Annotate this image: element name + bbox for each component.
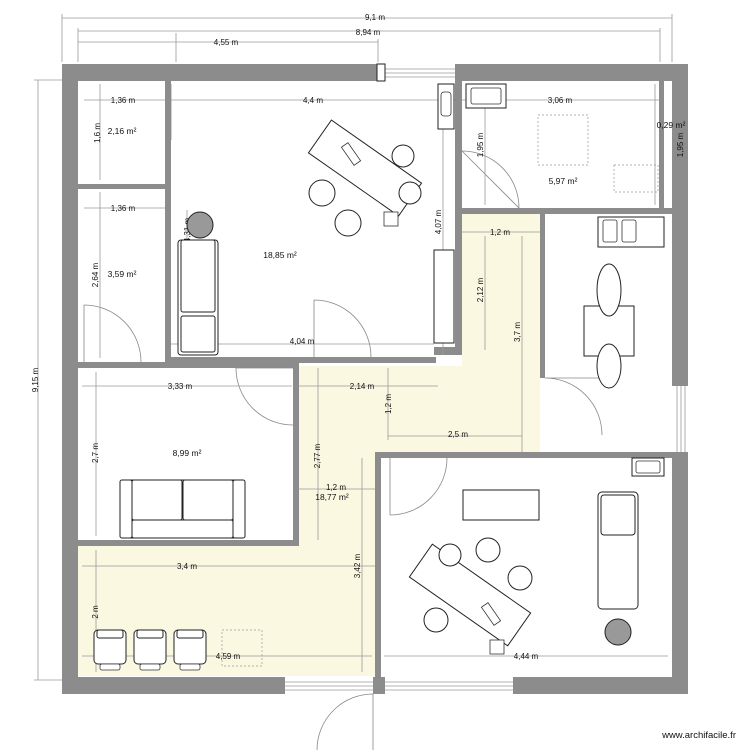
waiting-chairs bbox=[93, 629, 263, 671]
interior-walls bbox=[78, 81, 672, 677]
dim-wc-top-height: 1,6 m bbox=[93, 123, 102, 143]
dim-corridor-width-top: 1,2 m bbox=[490, 228, 510, 237]
dim-hall-width: 2,14 m bbox=[350, 382, 375, 391]
dim-hall-height: 1,2 m bbox=[384, 394, 393, 414]
area-labels: 2,16 m² 18,85 m² 5,97 m² 0,29 m² 3,59 m²… bbox=[108, 120, 686, 502]
area-hall: 18,77 m² bbox=[315, 492, 349, 502]
dim-hall-mid: 2,5 m bbox=[448, 430, 468, 439]
area-kitchen: 5,97 m² bbox=[549, 176, 578, 186]
dim-corridor-right-height: 3,7 m bbox=[513, 322, 522, 342]
dim-living-width: 3,33 m bbox=[168, 382, 193, 391]
dim-bottom-width: 4,59 m bbox=[216, 652, 241, 661]
dim-hall-mid-width: 1,2 m bbox=[326, 483, 346, 492]
right-room-furniture bbox=[583, 216, 665, 389]
right-window-opening bbox=[672, 386, 688, 452]
dim-kitchen-height-right: 1,95 m bbox=[676, 132, 685, 157]
dim-left-width: 4,55 m bbox=[214, 38, 239, 47]
bottom-window-openings bbox=[285, 677, 513, 750]
dim-waiting-height: 2 m bbox=[91, 605, 100, 619]
dim-consult-width: 4,44 m bbox=[514, 652, 539, 661]
doors bbox=[83, 84, 603, 516]
area-wc-top: 2,16 m² bbox=[108, 126, 137, 136]
area-wc2: 3,59 m² bbox=[108, 269, 137, 279]
dim-inner-width: 8,94 m bbox=[356, 28, 381, 37]
dim-wc2-width: 1,36 m bbox=[111, 204, 136, 213]
office-sofa bbox=[177, 211, 219, 356]
dim-wc2-height: 2,64 m bbox=[91, 262, 100, 287]
dim-office-inner-height: 4,07 m bbox=[434, 209, 443, 234]
dim-kitchen-height-left: 1,95 m bbox=[476, 132, 485, 157]
area-small-closet: 0,29 m² bbox=[657, 120, 686, 130]
dim-kitchen-width: 3,06 m bbox=[548, 96, 573, 105]
dim-office-bottom: 4,04 m bbox=[290, 337, 315, 346]
dim-hall-left-height: 2,77 m bbox=[313, 443, 322, 468]
dim-total-height: 9,15 m bbox=[31, 367, 40, 392]
dim-office-width: 4,4 m bbox=[303, 96, 323, 105]
kitchen-furniture bbox=[465, 83, 659, 193]
watermark: www.archifacile.fr bbox=[661, 730, 736, 741]
living-sofa bbox=[119, 479, 246, 539]
office-cabinet bbox=[433, 83, 455, 344]
dimension-lines bbox=[34, 14, 673, 681]
dim-corridor-height-top: 2,12 m bbox=[476, 277, 485, 302]
consult-room-furniture bbox=[408, 457, 665, 655]
hall-floor bbox=[78, 214, 540, 676]
dim-total-width: 9,1 m bbox=[365, 13, 385, 22]
outer-walls bbox=[62, 64, 688, 694]
dimension-labels: 9,1 m 8,94 m 4,55 m 9,15 m 1,36 m 1,6 m … bbox=[31, 13, 685, 661]
office-desk-group bbox=[307, 119, 423, 237]
area-living: 8,99 m² bbox=[173, 448, 202, 458]
dim-hall-right-height: 3,42 m bbox=[353, 553, 362, 578]
dim-waiting-width: 3,4 m bbox=[177, 562, 197, 571]
dim-living-height: 2,7 m bbox=[91, 443, 100, 463]
top-window-openings bbox=[376, 63, 455, 82]
area-office: 18,85 m² bbox=[263, 250, 297, 260]
dim-wc-top-width: 1,36 m bbox=[111, 96, 136, 105]
